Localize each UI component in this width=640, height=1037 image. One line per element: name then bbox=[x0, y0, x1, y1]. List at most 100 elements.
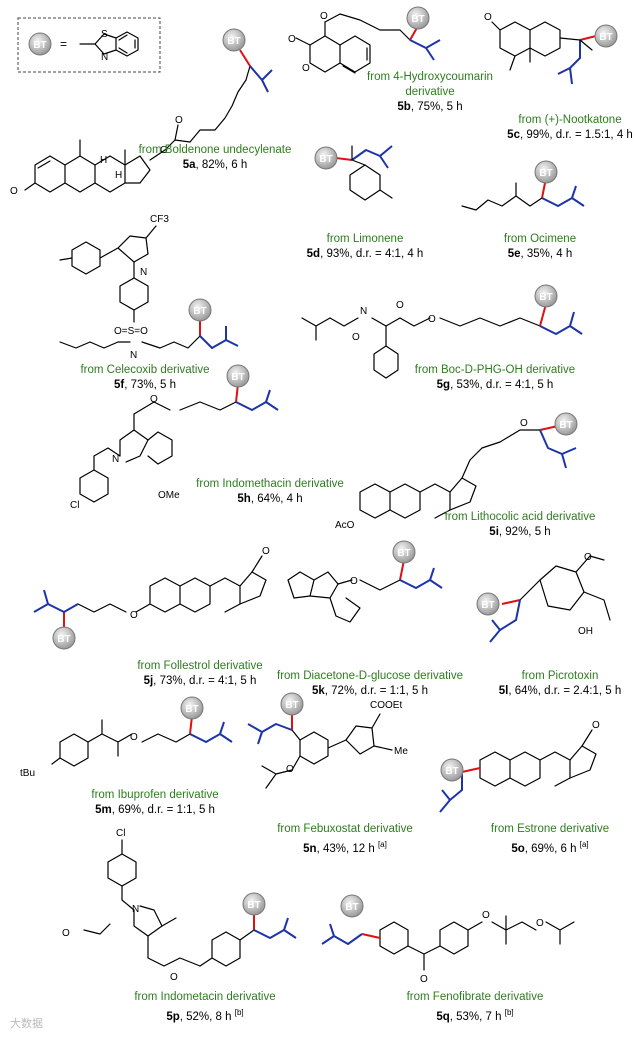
svg-text:BT: BT bbox=[539, 292, 552, 303]
structure-5n: COOEt Me O BT bbox=[247, 692, 408, 789]
svg-text:CF3: CF3 bbox=[150, 214, 169, 225]
structure-5g: O N O O BT bbox=[301, 284, 583, 379]
svg-text:BT: BT bbox=[559, 420, 572, 431]
structure-5i: AcO O BT bbox=[335, 412, 578, 531]
svg-text:O: O bbox=[584, 552, 592, 563]
svg-text:O: O bbox=[484, 12, 492, 23]
bt-badge-icon: BT bbox=[534, 284, 558, 308]
svg-text:BT: BT bbox=[411, 14, 424, 25]
structure-5j: O O BT bbox=[33, 546, 270, 650]
svg-text:BT: BT bbox=[193, 306, 206, 317]
svg-text:N: N bbox=[140, 267, 147, 278]
structure-5o: O BT bbox=[439, 720, 600, 813]
svg-text:BT: BT bbox=[227, 36, 240, 47]
svg-text:N: N bbox=[101, 52, 108, 63]
bt-badge-icon: BT bbox=[226, 364, 250, 388]
structure-5e: BT bbox=[461, 160, 585, 211]
svg-text:BT: BT bbox=[33, 40, 46, 51]
svg-text:O: O bbox=[536, 918, 544, 929]
svg-text:Me: Me bbox=[394, 746, 408, 757]
caption-5i: from Lithocolic acid derivative 5i, 92%,… bbox=[444, 511, 596, 538]
svg-text:BT: BT bbox=[481, 600, 494, 611]
caption-5b: from 4-Hydroxycoumarin derivative 5b, 75… bbox=[367, 71, 493, 113]
bt-badge-icon: BT bbox=[534, 160, 558, 184]
svg-text:O: O bbox=[592, 720, 600, 731]
caption-5p: from Indometacin derivative 5p, 52%, 8 h… bbox=[134, 991, 276, 1023]
bt-badge-icon: BT bbox=[594, 24, 618, 48]
bt-badge-icon: BT bbox=[242, 892, 266, 916]
svg-text:BT: BT bbox=[185, 704, 198, 715]
svg-text:H: H bbox=[115, 170, 122, 181]
svg-text:O: O bbox=[175, 115, 183, 126]
svg-text:Cl: Cl bbox=[70, 500, 79, 511]
bt-badge-icon: BT bbox=[406, 6, 430, 30]
caption-5f: from Celecoxib derivative 5f, 73%, 5 h bbox=[80, 364, 210, 391]
caption-5o: from Estrone derivative 5o, 69%, 6 h [a] bbox=[490, 823, 610, 855]
structure-5l: O OH BT bbox=[476, 552, 611, 643]
bt-badge-icon: BT bbox=[554, 412, 578, 436]
svg-text:BT: BT bbox=[231, 372, 244, 383]
svg-text:O: O bbox=[62, 928, 70, 939]
bt-badge-icon: BT bbox=[222, 28, 246, 52]
svg-text:O: O bbox=[302, 63, 310, 74]
svg-text:BT: BT bbox=[397, 548, 410, 559]
svg-text:AcO: AcO bbox=[335, 520, 355, 531]
svg-text:H: H bbox=[100, 155, 107, 166]
svg-text:O: O bbox=[482, 910, 490, 921]
svg-text:O: O bbox=[130, 732, 138, 743]
caption-5k: from Diacetone-D-glucose derivative 5k, … bbox=[277, 670, 463, 697]
svg-text:S: S bbox=[101, 29, 108, 40]
caption-5m: from Ibuprofen derivative 5m, 69%, d.r. … bbox=[91, 789, 219, 816]
caption-5h: from Indomethacin derivative 5h, 64%, 4 … bbox=[196, 478, 344, 505]
svg-text:O: O bbox=[428, 314, 436, 325]
svg-text:tBu: tBu bbox=[20, 768, 35, 779]
legend-box bbox=[17, 17, 161, 73]
caption-5q: from Fenofibrate derivative 5q, 53%, 7 h… bbox=[406, 991, 544, 1023]
svg-text:BT: BT bbox=[539, 168, 552, 179]
svg-text:N: N bbox=[112, 454, 119, 465]
svg-text:COOEt: COOEt bbox=[370, 700, 402, 711]
svg-text:O: O bbox=[420, 974, 428, 985]
svg-text:O: O bbox=[520, 418, 528, 429]
benzothiazole-icon bbox=[79, 31, 139, 57]
structure-5q: O O O BT bbox=[321, 894, 575, 985]
svg-text:O: O bbox=[262, 546, 270, 557]
svg-text:OMe: OMe bbox=[158, 490, 180, 501]
caption-5c: from (+)-Nootkatone 5c, 99%, d.r. = 1.5:… bbox=[507, 114, 633, 141]
caption-5g: from Boc-D-PHG-OH derivative 5g, 53%, d.… bbox=[414, 364, 576, 391]
svg-text:BT: BT bbox=[57, 634, 70, 645]
structure-5k: O BT bbox=[287, 540, 443, 623]
structure-5f: CF3 N O=S=O N BT bbox=[59, 214, 239, 361]
svg-text:OH: OH bbox=[578, 626, 593, 637]
svg-text:BT: BT bbox=[445, 766, 458, 777]
caption-5j: from Follestrol derivative 5j, 73%, d.r.… bbox=[137, 660, 263, 687]
structure-5d: BT bbox=[314, 145, 393, 201]
structure-5c: O BT bbox=[484, 12, 618, 85]
svg-text:BT: BT bbox=[599, 32, 612, 43]
caption-5e: from Ocimene 5e, 35%, 4 h bbox=[503, 233, 577, 260]
structure-5m: tBu O BT bbox=[20, 696, 233, 779]
svg-text:O: O bbox=[396, 300, 404, 311]
caption-5n: from Febuxostat derivative 5n, 43%, 12 h… bbox=[277, 823, 413, 855]
svg-text:BT: BT bbox=[345, 902, 358, 913]
bt-badge-icon: BT bbox=[180, 696, 204, 720]
svg-text:BT: BT bbox=[247, 900, 260, 911]
svg-text:N: N bbox=[132, 904, 139, 915]
svg-text:O: O bbox=[286, 764, 294, 775]
bt-badge-icon: BT bbox=[280, 692, 304, 716]
structure-5h: Cl N OMe O BT bbox=[70, 364, 279, 511]
caption-5a: from Boldenone undecylenate 5a, 82%, 6 h bbox=[138, 144, 292, 171]
svg-text:O: O bbox=[288, 34, 296, 45]
svg-text:=: = bbox=[60, 37, 67, 51]
bt-badge-icon: BT bbox=[392, 540, 416, 564]
bt-badge-icon: BT bbox=[440, 758, 464, 782]
svg-text:Cl: Cl bbox=[116, 828, 125, 839]
svg-text:O: O bbox=[320, 11, 328, 22]
bt-badge-icon: BT bbox=[188, 298, 212, 322]
legend: BT = S N bbox=[17, 17, 161, 73]
svg-text:O=S=O: O=S=O bbox=[114, 326, 148, 337]
bt-badge-icon: BT bbox=[52, 626, 76, 650]
svg-text:O: O bbox=[130, 610, 138, 621]
structure-5p: Cl N O O BT bbox=[62, 828, 297, 983]
